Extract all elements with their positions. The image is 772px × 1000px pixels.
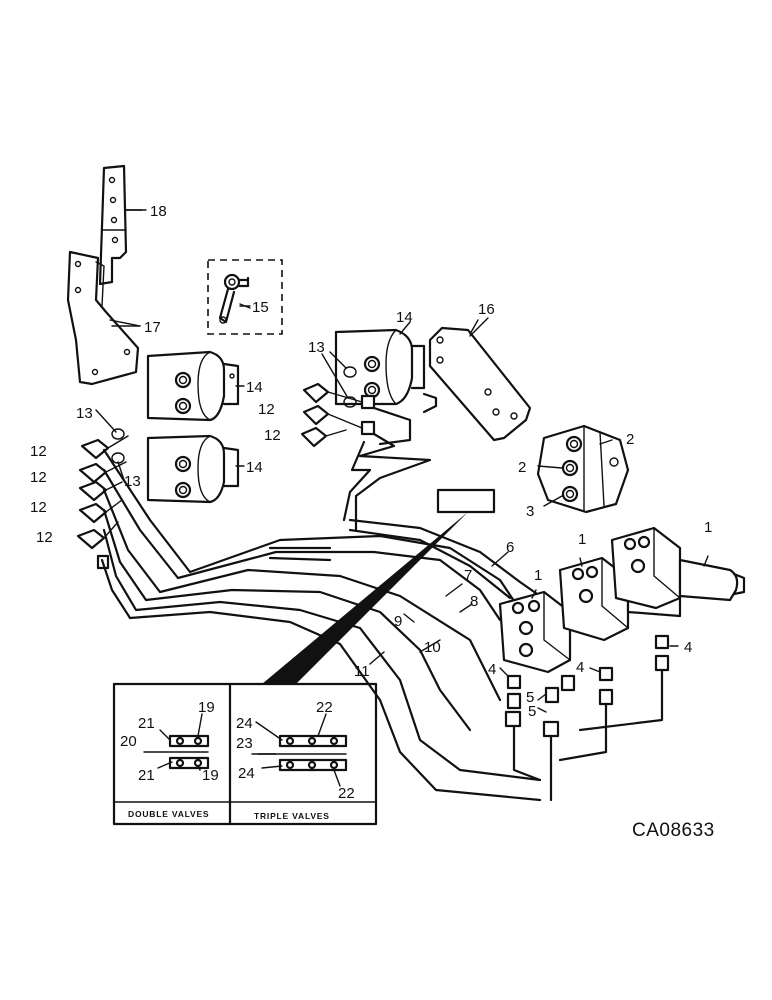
callout-12-left-b: 12 [30,469,47,486]
valve-fittings-parts-4-5 [504,634,670,802]
bracket-part-18 [98,164,143,286]
callout-13-left-b: 13 [124,473,141,490]
callout-labels: 18 17 15 14 16 13 12 12 14 14 13 13 12 1… [30,203,715,841]
callout-1-middle: 1 [578,531,586,548]
callout-5-upper: 5 [526,689,534,706]
inset-pointer [262,488,496,684]
callout-10: 10 [424,639,441,656]
pipe-bundle [100,448,562,802]
callout-14-left-upper: 14 [246,379,263,396]
callout-3: 3 [526,503,534,520]
inset-title-triple-valves: TRIPLE VALVES [254,811,330,821]
inset-callout-23: 23 [236,735,253,752]
inset-callout-21-top: 21 [138,715,155,732]
control-valve-part-1-front [498,590,572,674]
callout-15: 15 [252,299,269,316]
leader-lines [95,209,709,787]
inset-callout-24-top: 24 [236,715,253,732]
callout-12-left-d: 12 [36,529,53,546]
callout-12-right-b: 12 [264,427,281,444]
callout-14-right: 14 [396,309,413,326]
callout-4-left: 4 [488,661,496,678]
inset-callout-20: 20 [120,733,137,750]
cylinder-part-14-left-lower [146,434,240,504]
callout-4-right: 4 [684,639,692,656]
callout-4-middle: 4 [576,659,584,676]
inset-callout-24-bottom: 24 [238,765,255,782]
callout-17: 17 [144,319,161,336]
callout-1-front: 1 [534,567,542,584]
inset-callout-22-top: 22 [316,699,333,716]
callout-7: 7 [464,567,472,584]
inset-callout-19-top: 19 [198,699,215,716]
callout-2-lower: 2 [518,459,526,476]
callout-11: 11 [354,663,370,680]
callout-16: 16 [478,301,495,318]
callout-12-right-a: 12 [258,401,275,418]
mounting-plate-part-16 [428,317,532,442]
inset-callout-22-bottom: 22 [338,785,355,802]
callout-5-lower: 5 [528,703,536,720]
callout-18: 18 [150,203,167,220]
callout-12-left-c: 12 [30,499,47,516]
bracket-part-17 [66,250,141,386]
cylinder-part-14-left-upper [146,350,240,422]
callout-8: 8 [470,593,478,610]
callout-12-left-a: 12 [30,443,47,460]
inset-callout-21-bottom: 21 [138,767,155,784]
callout-14-left-lower: 14 [246,459,263,476]
valve-clamp-inset [112,682,378,826]
detail-box-part-15 [207,259,283,335]
inset-callout-19-bottom: 19 [202,767,219,784]
callout-13-left-a: 13 [76,405,93,422]
diagram-code: CA08633 [632,820,715,841]
pipe-lines-upper [342,392,438,532]
valve-block-parts-2-3 [536,424,630,514]
callout-2-upper: 2 [626,431,634,448]
callout-6: 6 [506,539,514,556]
inset-title-double-valves: DOUBLE VALVES [128,809,209,819]
callout-1-rear: 1 [704,519,712,536]
callout-13-right: 13 [308,339,325,356]
fittings-right [300,366,376,448]
callout-9: 9 [394,613,402,630]
control-valve-part-1-rear [610,526,746,610]
